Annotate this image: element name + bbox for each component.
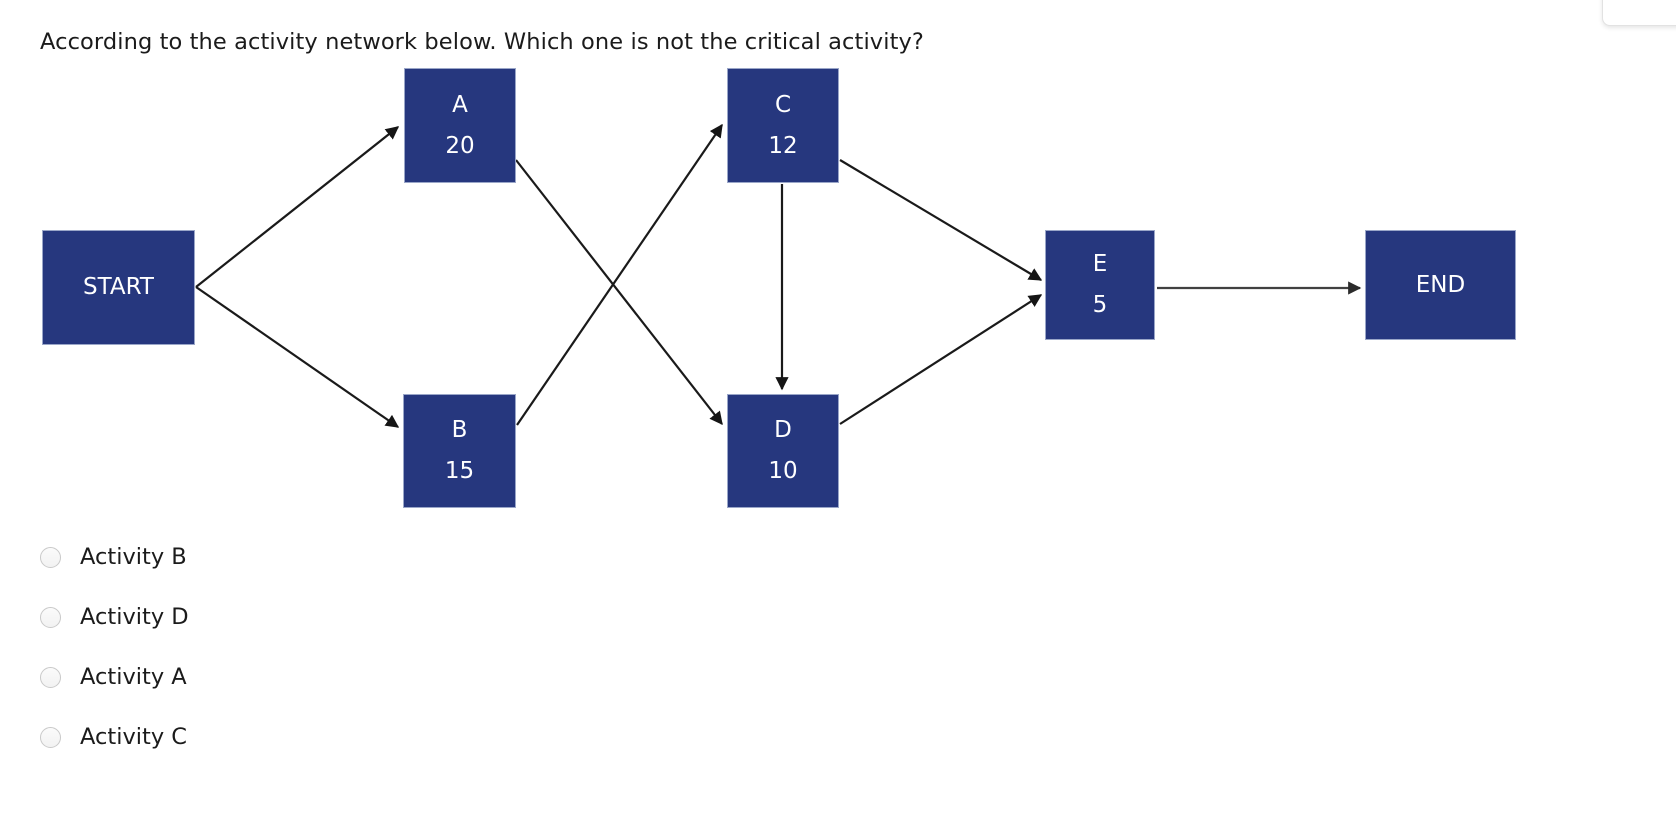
edge-b-to-c	[516, 123, 723, 426]
node-b[interactable]: B 15	[403, 394, 516, 508]
option-label-3: Activity A	[80, 664, 187, 690]
radio-button-option-1[interactable]	[40, 546, 61, 568]
node-c[interactable]: C 12	[727, 68, 839, 183]
radio-button-option-2[interactable]	[40, 606, 61, 628]
edge-layer	[195, 123, 1362, 428]
activity-network-diagram: START A 20 C 12 B 15 D 10 E 5 END	[42, 68, 1516, 508]
option-row-2[interactable]: Activity D	[40, 587, 640, 647]
node-e[interactable]: E 5	[1045, 230, 1155, 340]
node-start[interactable]: START	[42, 230, 195, 345]
node-end[interactable]: END	[1365, 230, 1516, 340]
edge-d-to-e	[839, 294, 1043, 425]
node-b-label: B	[451, 417, 468, 443]
edge-a-to-d	[515, 159, 723, 426]
node-c-label: C	[774, 91, 792, 118]
node-c-duration: 12	[768, 132, 798, 159]
node-d-duration: 10	[768, 458, 798, 484]
option-row-1[interactable]: Activity B	[40, 527, 640, 587]
radio-button-option-3[interactable]	[40, 666, 61, 688]
edge-c-to-e	[839, 159, 1043, 281]
node-a[interactable]: A 20	[404, 68, 516, 183]
node-b-duration: 15	[444, 458, 475, 484]
node-e-label: E	[1092, 251, 1108, 277]
option-row-3[interactable]: Activity A	[40, 647, 640, 707]
option-label-1: Activity B	[80, 544, 187, 570]
option-row-4[interactable]: Activity C	[40, 707, 640, 767]
edge-start-to-a	[195, 126, 400, 288]
node-start-label: START	[83, 274, 154, 300]
node-end-label: END	[1415, 271, 1466, 298]
node-a-label: A	[452, 91, 468, 118]
answer-options-list: Activity B Activity D Activity A Activit…	[40, 527, 640, 767]
option-label-2: Activity D	[80, 604, 189, 630]
radio-button-option-4[interactable]	[40, 726, 61, 748]
node-e-duration: 5	[1092, 292, 1108, 318]
edge-start-to-b	[195, 286, 400, 428]
question-prompt: According to the activity network below.…	[40, 29, 924, 55]
node-d-label: D	[774, 417, 792, 443]
node-a-duration: 20	[445, 132, 475, 159]
node-d[interactable]: D 10	[727, 394, 839, 508]
option-label-4: Activity C	[80, 724, 188, 750]
top-right-panel-edge	[1602, 0, 1676, 26]
